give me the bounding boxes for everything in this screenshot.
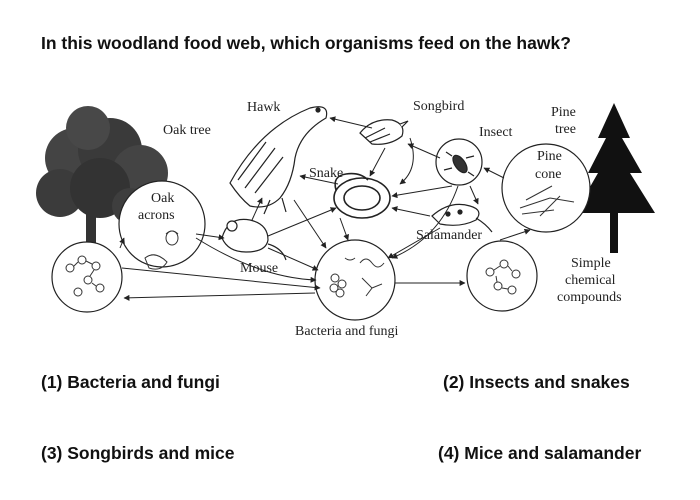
mouse-icon	[221, 218, 287, 261]
salamander-icon	[431, 203, 493, 233]
chemical-label-line2: chemical	[565, 273, 616, 288]
hawk-icon	[229, 106, 328, 215]
songbird-label: Songbird	[413, 99, 464, 114]
snake-label: Snake	[309, 166, 343, 181]
question-text: In this woodland food web, which organis…	[41, 33, 571, 53]
insect-icon	[443, 151, 475, 177]
oak-tree-label: Oak tree	[163, 123, 211, 138]
soil-compounds-circle-right	[466, 240, 538, 312]
salamander-label: Salamander	[416, 228, 482, 243]
songbird-icon	[359, 119, 409, 145]
pine-tree-label-line2: tree	[555, 122, 576, 137]
hawk-label: Hawk	[247, 100, 280, 115]
pine-tree-label-line1: Pine	[551, 105, 576, 120]
food-web-diagram: Oak tree Hawk Songbird Insect Pine tree …	[36, 99, 655, 339]
bacteria-fungi-label: Bacteria and fungi	[295, 324, 399, 339]
answer-option-4[interactable]: (4) Mice and salamander	[438, 443, 642, 463]
insect-label: Insect	[479, 125, 513, 140]
answer-option-3[interactable]: (3) Songbirds and mice	[41, 443, 235, 463]
pine-cone-label-line1: Pine	[537, 149, 562, 164]
answer-option-2[interactable]: (2) Insects and snakes	[443, 372, 630, 392]
snake-icon	[333, 172, 391, 219]
answer-option-1[interactable]: (1) Bacteria and fungi	[41, 372, 220, 392]
pine-tree-icon	[575, 103, 655, 253]
oak-acrons-label-line2: acrons	[138, 208, 175, 223]
pine-cone-circle	[501, 143, 591, 233]
chemical-label-line3: compounds	[557, 290, 622, 305]
oak-acrons-label-line1: Oak	[151, 191, 174, 206]
bacteria-fungi-circle	[314, 239, 396, 321]
mouse-label: Mouse	[240, 261, 278, 276]
pine-cone-label-line2: cone	[535, 167, 561, 182]
soil-compounds-circle-left	[51, 241, 123, 313]
chemical-label-line1: Simple	[571, 256, 611, 271]
